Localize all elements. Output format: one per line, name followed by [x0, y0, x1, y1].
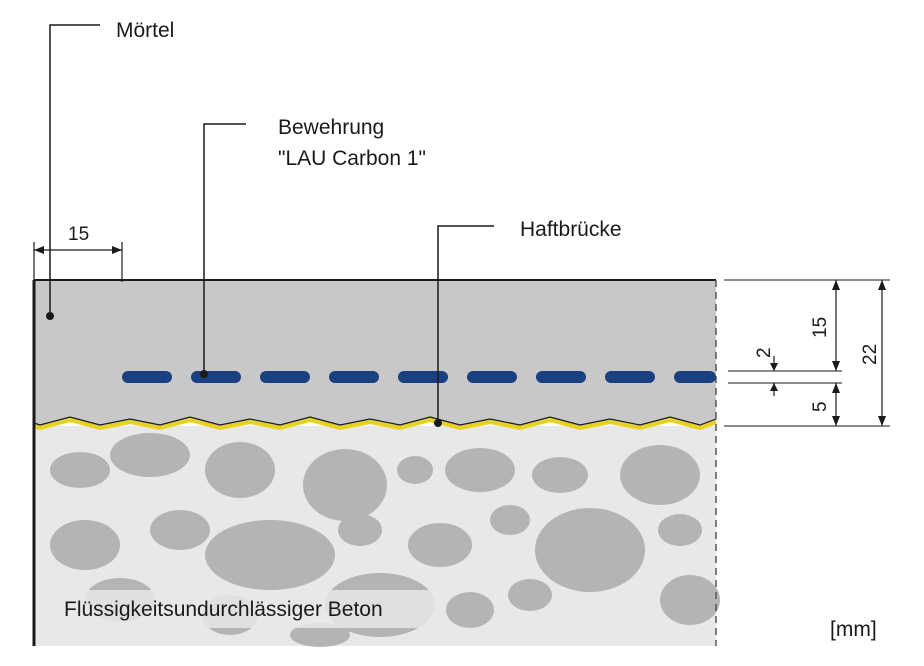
label-bewehrung-product: "LAU Carbon 1"	[278, 147, 426, 170]
label-beton: Flüssigkeitsundurchlässiger Beton	[64, 598, 383, 621]
dim-cover-bottom-arrow-up	[832, 383, 840, 393]
dim-total-arrow-up	[878, 280, 886, 290]
aggregate-stones	[50, 433, 720, 647]
leader-haftbruecke-dot	[434, 419, 442, 427]
label-moertel: Mörtel	[116, 19, 174, 42]
bond-bridge-outline	[33, 416, 717, 426]
dim-edge-arrow-right	[112, 246, 122, 254]
label-unit: [mm]	[830, 618, 877, 641]
label-bewehrung: Bewehrung	[278, 116, 384, 139]
leader-moertel	[49, 24, 100, 316]
mortar-layer	[34, 280, 716, 428]
dim-cover-top-arrow-down	[832, 361, 840, 371]
dim-cover-top-arrow-up	[832, 280, 840, 290]
dim-rebar-arrow-down	[770, 363, 778, 371]
leader-bewehrung	[203, 123, 246, 374]
leader-bewehrung-dot	[200, 370, 208, 378]
dim-cover-top-value: 15	[810, 317, 831, 338]
leader-haftbruecke	[437, 225, 494, 423]
bond-bridge-line	[33, 417, 717, 431]
dim-rebar-value: 2	[754, 347, 775, 358]
label-haftbruecke: Haftbrücke	[520, 218, 622, 241]
dim-total-arrow-down	[878, 416, 886, 426]
dim-rebar-arrow-up	[770, 383, 778, 391]
dim-edge-arrow-left	[34, 246, 44, 254]
dim-cover-bottom-value: 5	[810, 401, 831, 412]
beton-label-background	[58, 590, 438, 628]
dim-cover-bottom-arrow-down	[832, 416, 840, 426]
leader-moertel-dot	[46, 312, 54, 320]
dim-total-value: 22	[860, 344, 881, 365]
dim-edge-value: 15	[68, 224, 89, 245]
